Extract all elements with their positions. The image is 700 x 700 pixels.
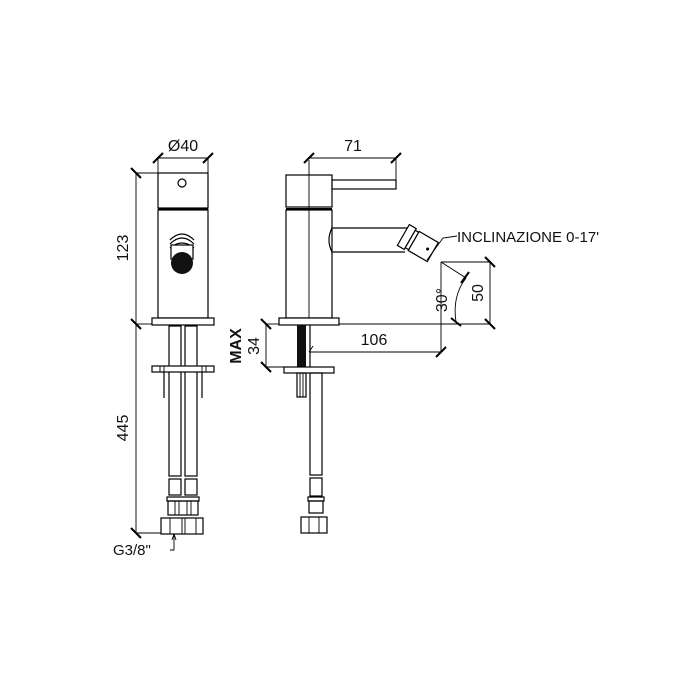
inclination-label: INCLINAZIONE 0-17' [457,229,599,246]
dim-max-label: MAX [228,328,245,364]
dim-body-height: 123 [115,167,158,330]
dim-spout-angle-label: 30° [434,288,451,312]
front-indicator-dot [177,178,187,188]
dim-spout-height-label: 50 [470,284,487,302]
dim-hose-length-label: 445 [115,415,132,442]
side-threaded-rod [297,325,306,367]
side-view: 71 106 34 MAX 50 [228,138,599,534]
dim-handle-reach: 71 [303,138,402,189]
dim-body-height-label: 123 [115,235,132,262]
dim-spout-reach: 106 [308,262,490,358]
dim-diameter-label: Ø40 [168,138,198,155]
dim-max-deck: 34 MAX [228,318,284,373]
connection-label: G3/8" [113,542,151,559]
inclination-callout: INCLINAZIONE 0-17' [426,229,599,261]
dim-spout-height: 50 [441,256,496,330]
connection-callout: G3/8" [113,533,177,559]
side-under-plate [283,366,335,374]
side-spout [328,223,440,263]
side-hose [300,372,328,534]
dim-spout-reach-label: 106 [361,332,388,349]
dim-hose-length: 445 [115,324,161,539]
side-lever [331,179,397,190]
side-base-plate [278,317,340,326]
dim-handle-reach-label: 71 [344,138,362,155]
front-view: Ø40 123 445 G3/8" [113,138,215,559]
front-hoses [151,325,215,535]
dim-diameter: Ø40 [152,138,214,173]
front-base-plate [151,317,215,326]
front-spout-outlet [169,233,195,274]
dim-max-deck-value: 34 [246,337,263,355]
front-handle-cap [157,172,209,209]
dim-spout-angle: 30° [434,261,470,327]
